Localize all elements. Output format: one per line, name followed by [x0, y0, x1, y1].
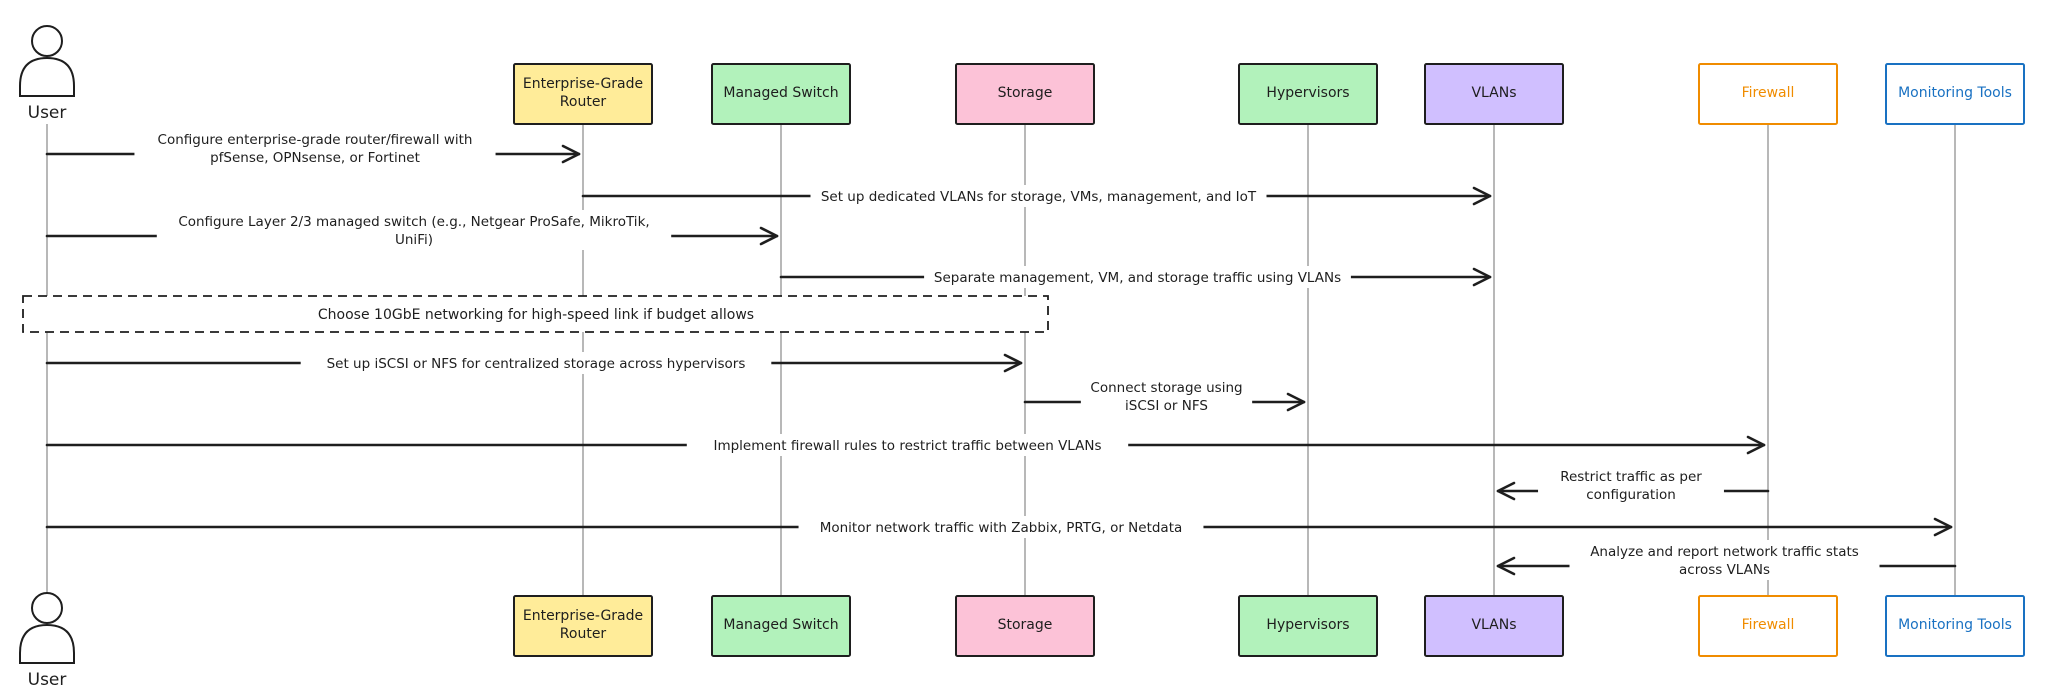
note-border — [22, 295, 1049, 333]
message-user-to-firewall: Implement firewall rules to restrict tra… — [45, 434, 1766, 456]
participant-label: Firewall — [1742, 617, 1795, 633]
participant-box — [711, 595, 851, 657]
participant-firewall-bottom: Firewall — [1698, 595, 1838, 657]
participant-label: Hypervisors — [1266, 617, 1349, 633]
participant-hypervisors-bottom: Hypervisors — [1238, 595, 1378, 657]
message-label: Implement firewall rules to restrict tra… — [713, 438, 1101, 454]
participant-box — [955, 63, 1095, 125]
participant-box — [513, 63, 653, 125]
message-label-bg — [810, 185, 1267, 207]
participant-box — [1885, 595, 2025, 657]
participant-storage-top: Storage — [955, 63, 1095, 125]
participant-box — [1238, 63, 1378, 125]
message-monitoring-to-vlans: Analyze and report network traffic stats… — [1496, 540, 1957, 580]
message-label-bg — [1538, 465, 1724, 505]
message-label-bg — [798, 516, 1204, 538]
participant-switch-top: Managed Switch — [711, 63, 851, 125]
participant-label: Storage — [998, 617, 1053, 633]
message-user-to-switch: Configure Layer 2/3 managed switch (e.g.… — [45, 210, 779, 250]
participant-label: Managed Switch — [723, 617, 838, 633]
participant-label: VLANs — [1471, 85, 1516, 101]
note-label: Choose 10GbE networking for high-speed l… — [318, 307, 754, 323]
message-label: Separate management, VM, and storage tra… — [934, 270, 1341, 286]
message-label-bg — [1080, 376, 1253, 416]
actor-label: User — [28, 670, 67, 690]
participant-monitoring-top: Monitoring Tools — [1885, 63, 2025, 125]
message-user-to-router: Configure enterprise-grade router/firewa… — [45, 128, 581, 168]
message-router-to-vlans: Set up dedicated VLANs for storage, VMs,… — [581, 185, 1492, 207]
message-label-bg — [156, 210, 672, 250]
participant-box — [1424, 595, 1564, 657]
participant-monitoring-bottom: Monitoring Tools — [1885, 595, 2025, 657]
message-label-bg — [686, 434, 1129, 456]
participant-hypervisors-top: Hypervisors — [1238, 63, 1378, 125]
actor-user-bottom: User — [19, 592, 75, 690]
message-label: Set up iSCSI or NFS for centralized stor… — [327, 356, 746, 372]
participant-box — [955, 595, 1095, 657]
actors: User User — [19, 25, 75, 690]
participant-vlans-bottom: VLANs — [1424, 595, 1564, 657]
participant-label: VLANs — [1471, 617, 1516, 633]
participant-box — [1698, 595, 1838, 657]
participant-label: Hypervisors — [1266, 85, 1349, 101]
user-icon — [19, 592, 75, 664]
message-label-bg — [134, 128, 496, 168]
messages: Configure enterprise-grade router/firewa… — [45, 128, 1957, 580]
message-user-to-monitoring: Monitor network traffic with Zabbix, PRT… — [45, 516, 1953, 538]
actor-user-top: User — [19, 25, 75, 123]
participant-label: Storage — [998, 85, 1053, 101]
note-box: Choose 10GbE networking for high-speed l… — [22, 295, 1049, 333]
message-label: Analyze and report network traffic stats… — [1590, 544, 1859, 578]
participant-label: Firewall — [1742, 85, 1795, 101]
participant-box — [1698, 63, 1838, 125]
participant-vlans-top: VLANs — [1424, 63, 1564, 125]
participant-label: Monitoring Tools — [1898, 85, 2012, 101]
message-label: Monitor network traffic with Zabbix, PRT… — [820, 520, 1183, 536]
message-switch-to-vlans: Separate management, VM, and storage tra… — [779, 266, 1492, 288]
participant-box — [711, 63, 851, 125]
participant-box — [1424, 63, 1564, 125]
participant-switch-bottom: Managed Switch — [711, 595, 851, 657]
message-label: Configure Layer 2/3 managed switch (e.g.… — [178, 214, 649, 248]
participant-firewall-top: Firewall — [1698, 63, 1838, 125]
user-icon — [19, 25, 75, 97]
participant-box — [1885, 63, 2025, 125]
participant-storage-bottom: Storage — [955, 595, 1095, 657]
participant-box — [1238, 595, 1378, 657]
actor-label: User — [28, 103, 67, 123]
message-label: Set up dedicated VLANs for storage, VMs,… — [821, 189, 1257, 205]
message-label-bg — [1569, 540, 1880, 580]
participant-box — [513, 595, 653, 657]
message-label-bg — [300, 352, 772, 374]
participant-label: Managed Switch — [723, 85, 838, 101]
message-user-to-storage: Set up iSCSI or NFS for centralized stor… — [45, 352, 1023, 374]
message-label: Configure enterprise-grade router/firewa… — [158, 132, 473, 166]
message-label-bg — [924, 266, 1351, 288]
participant-label: Monitoring Tools — [1898, 617, 2012, 633]
